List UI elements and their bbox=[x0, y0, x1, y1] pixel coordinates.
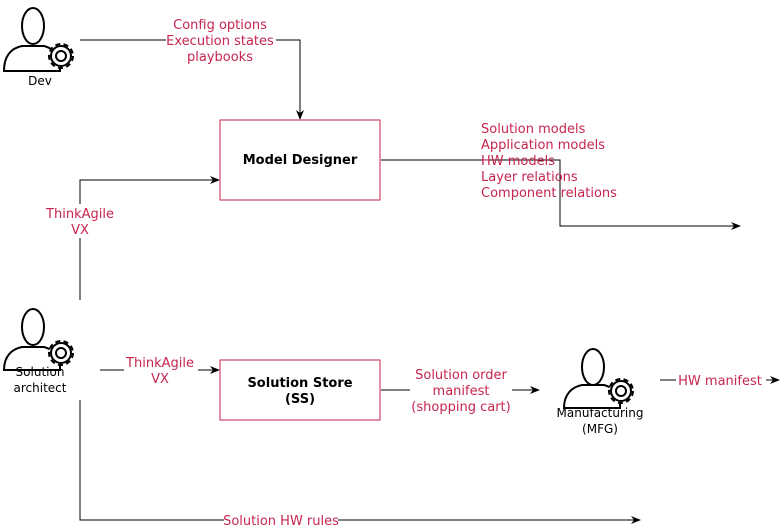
user-gear-icon bbox=[2, 308, 74, 371]
edge-label-line: Config options bbox=[173, 18, 267, 33]
model-designer-title: Model Designer bbox=[243, 153, 358, 168]
edge-architect-to-designer bbox=[79, 176, 220, 300]
edge-label-line: playbooks bbox=[187, 50, 253, 65]
edge-label-line: ThinkAgile bbox=[125, 356, 194, 371]
edge-label-line: Solution order bbox=[415, 368, 507, 383]
edge-label-line: Application models bbox=[481, 138, 605, 153]
edge-label-line: HW manifest bbox=[678, 374, 762, 389]
edge-label-mfg-out: HW manifest bbox=[676, 372, 766, 389]
mfg-label-line2: (MFG) bbox=[582, 422, 618, 436]
edge-label-architect-bottom: Solution HW rules bbox=[223, 512, 339, 527]
edge-label-line: Component relations bbox=[481, 186, 617, 201]
edge-label-architect-to-designer: ThinkAgile VX bbox=[44, 204, 118, 238]
solution-store-title: Solution Store bbox=[247, 376, 352, 391]
edge-label-line: VX bbox=[71, 223, 89, 238]
dev-label: Dev bbox=[28, 74, 52, 88]
edge-label-line: ThinkAgile bbox=[45, 207, 114, 222]
mfg-actor[interactable]: Manufacturing (MFG) bbox=[557, 348, 644, 436]
mfg-label-line1: Manufacturing bbox=[557, 406, 644, 420]
edge-architect-bottom bbox=[79, 400, 641, 524]
edge-dev-to-designer bbox=[80, 39, 304, 120]
architect-actor[interactable]: Solution architect bbox=[2, 308, 74, 395]
edge-label-dev-to-designer: Config options Execution states playbook… bbox=[166, 14, 276, 65]
dev-actor[interactable]: Dev bbox=[2, 7, 74, 88]
user-gear-icon bbox=[562, 348, 634, 409]
edge-label-line: (shopping cart) bbox=[411, 400, 510, 415]
edge-label-line: Execution states bbox=[166, 34, 274, 49]
edge-label-store-to-mfg: Solution order manifest (shopping cart) bbox=[410, 366, 512, 416]
edge-label-line: manifest bbox=[433, 384, 490, 399]
architect-label-line1: Solution bbox=[16, 365, 65, 379]
model-designer-box[interactable]: Model Designer bbox=[219, 119, 381, 201]
edge-label-designer-out: Solution models Application models HW mo… bbox=[481, 122, 617, 201]
solution-store-subtitle: (SS) bbox=[285, 392, 315, 407]
edge-label-line: Solution models bbox=[481, 122, 586, 137]
edge-label-line: HW models bbox=[481, 154, 555, 169]
edge-label-line: VX bbox=[151, 372, 169, 387]
architect-label-line2: architect bbox=[14, 381, 67, 395]
edge-label-line: Layer relations bbox=[481, 170, 578, 185]
edge-designer-out bbox=[381, 159, 741, 230]
solution-store-box[interactable]: Solution Store (SS) bbox=[219, 359, 381, 421]
user-gear-icon bbox=[2, 7, 74, 72]
edge-label-architect-to-store: ThinkAgile VX bbox=[124, 354, 198, 388]
edge-label-line: Solution HW rules bbox=[223, 514, 339, 527]
